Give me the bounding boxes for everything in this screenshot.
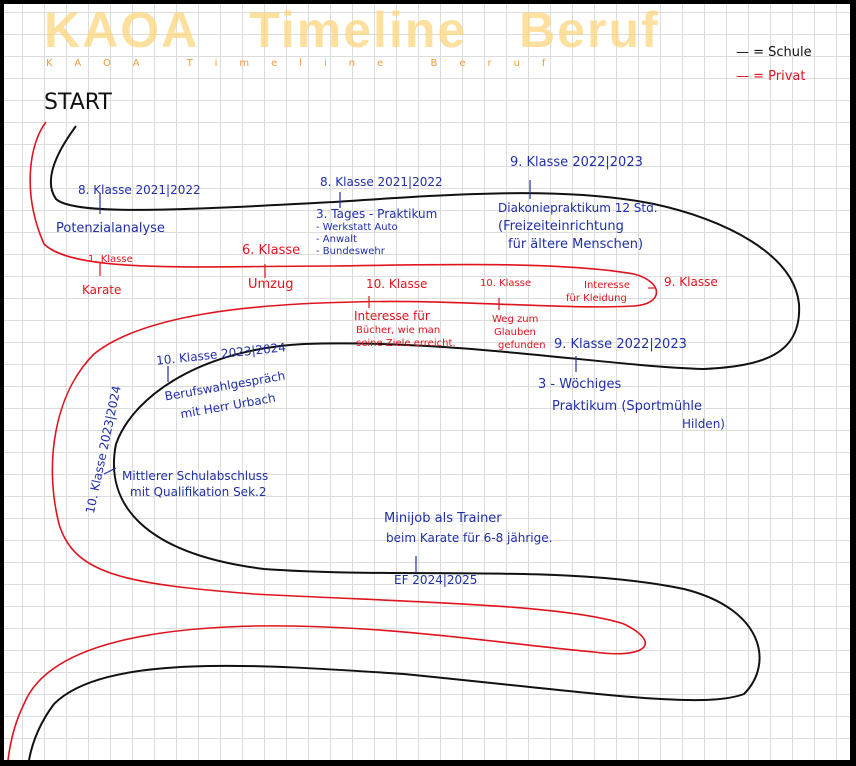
private-event-text: Interesse für	[354, 309, 430, 323]
school-event-text: 3 - Wöchiges	[538, 377, 622, 392]
private-event-label: 6. Klasse	[242, 243, 301, 258]
private-event-label: 9. Klasse	[664, 275, 718, 289]
private-event-text: gefunden	[498, 340, 546, 351]
private-event-label: 10. Klasse	[480, 278, 532, 289]
school-event-text: beim Karate für 6-8 jährige.	[386, 531, 553, 545]
private-event-label: 1. Klasse	[88, 254, 133, 265]
timeline-paths	[7, 121, 801, 760]
school-event-text: (Freizeiteinrichtung	[498, 219, 624, 234]
legend-private: — = Privat	[736, 69, 806, 84]
school-ticks	[99, 180, 577, 572]
school-event-text: 3. Tages - Praktikum	[316, 207, 438, 221]
school-event-text: Potenzialanalyse	[56, 221, 165, 236]
school-event-item: - Werkstatt Auto	[316, 222, 398, 233]
school-event-label: EF 2024|2025	[394, 573, 478, 587]
school-event-label: 9. Klasse 2022|2023	[510, 155, 643, 170]
school-event-text: mit Qualifikation Sek.2	[130, 485, 267, 499]
legend-school: — = Schule	[736, 45, 812, 60]
school-event-text: Hilden)	[682, 417, 725, 431]
school-timeline-line	[28, 125, 801, 760]
private-event-text: Umzug	[248, 277, 294, 292]
school-event-text: Minijob als Trainer	[384, 511, 502, 526]
school-event-item: - Bundeswehr	[316, 246, 385, 257]
school-event-text: Mittlerer Schulabschluss	[122, 469, 269, 483]
private-event-text: Interesse	[584, 280, 630, 291]
private-event-text: Glauben	[494, 327, 536, 338]
school-event-text: Praktikum (Sportmühle	[552, 399, 703, 414]
private-event-text: für Kleidung	[566, 293, 627, 304]
school-event-label: 8. Klasse 2021|2022	[78, 183, 201, 197]
private-timeline-line	[7, 121, 658, 760]
private-event-text: seine Ziele erreicht.	[356, 338, 456, 349]
private-event-text: Bücher, wie man	[356, 325, 441, 336]
page-title: KAOA Timeline Beruf	[44, 4, 660, 58]
school-event-label: 9. Klasse 2022|2023	[554, 337, 687, 352]
private-event-label: 10. Klasse	[366, 277, 428, 291]
school-event-text: für ältere Menschen)	[508, 237, 644, 252]
page-subtitle: KAOA Timeline Beruf	[46, 58, 568, 69]
private-ticks	[99, 262, 656, 310]
timeline-canvas: KAOA Timeline Beruf KAOA Timeline Beruf …	[4, 4, 850, 760]
school-event-item: - Anwalt	[316, 234, 357, 245]
private-event-text: Weg zum	[492, 314, 539, 325]
school-event-text: Diakoniepraktikum 12 Std.	[498, 201, 658, 215]
start-label: START	[44, 90, 112, 115]
private-event-text: Karate	[82, 283, 122, 297]
school-event-label: 8. Klasse 2021|2022	[320, 175, 443, 189]
